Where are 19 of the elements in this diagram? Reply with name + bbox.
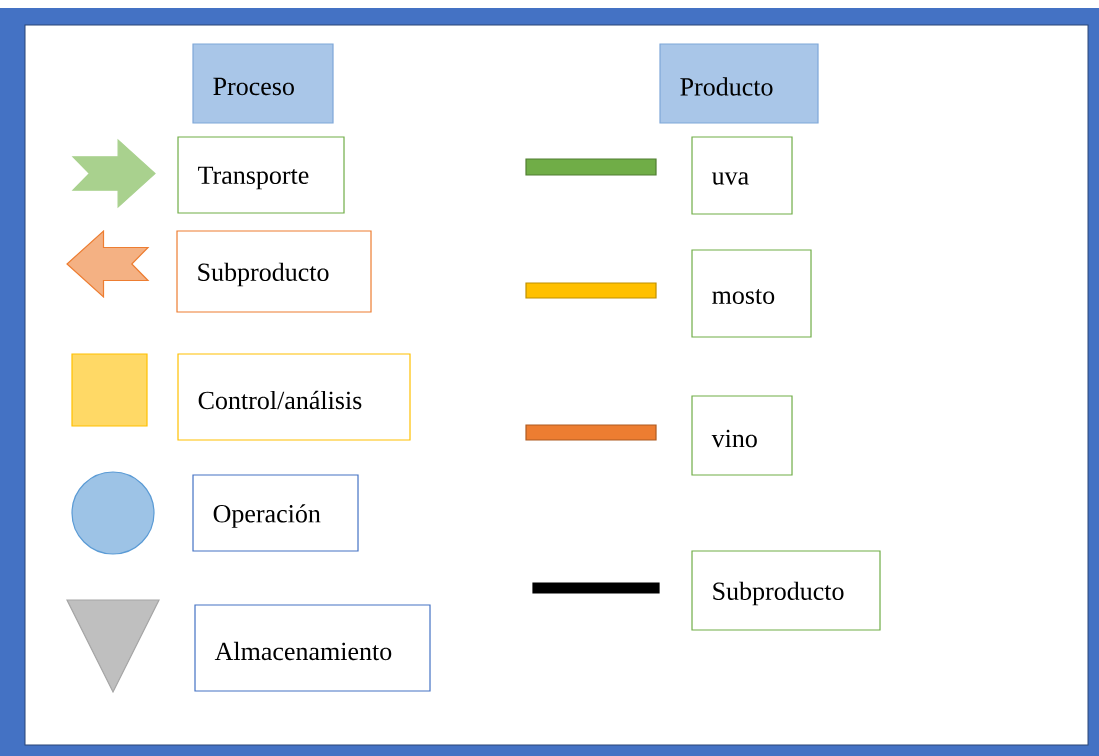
label-box: Subproducto [691, 550, 881, 631]
label-box: Control/análisis [177, 353, 411, 441]
label-box: Operación [192, 474, 359, 552]
square-icon [71, 353, 148, 427]
label-box: mosto [691, 249, 812, 338]
bar-swatch [525, 158, 657, 176]
label-box: Subproducto [176, 230, 372, 313]
circle-icon [71, 471, 155, 555]
bar-swatch [532, 582, 660, 594]
label-box: Transporte [177, 136, 345, 214]
header-box: Producto [659, 43, 819, 124]
bar-swatch [525, 282, 657, 299]
header-box: Proceso [192, 43, 334, 124]
bar-swatch [525, 424, 657, 441]
label-box: Almacenamiento [194, 604, 431, 692]
arrow-icon [66, 229, 150, 299]
arrow-icon [71, 138, 156, 209]
label-box: uva [691, 136, 793, 215]
label-box: vino [691, 395, 793, 476]
